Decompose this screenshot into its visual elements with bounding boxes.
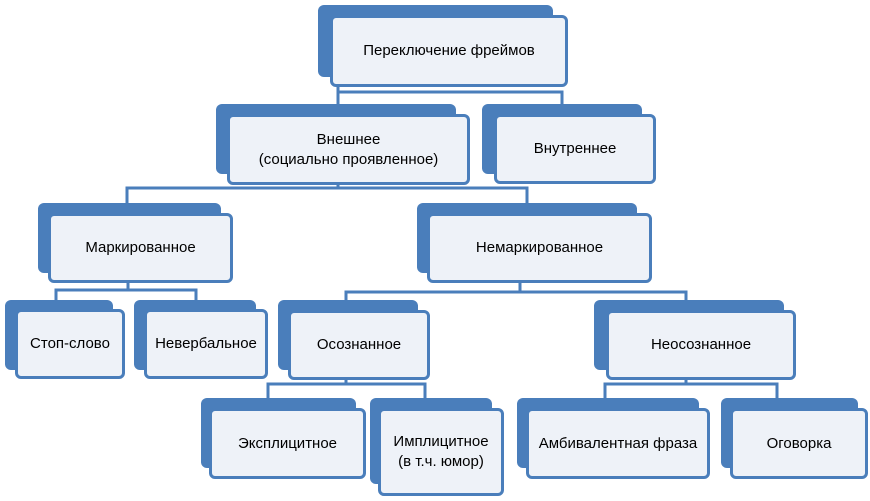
- node-unconscious-label: Неосознанное: [650, 336, 752, 353]
- node-internal-label: Внутреннее: [533, 140, 617, 157]
- connector-marked-children: [54, 288, 198, 300]
- connector-unconscious-children: [603, 382, 779, 398]
- node-nonverbal-label: Невербальное: [155, 335, 257, 352]
- node-marked-label: Маркированное: [85, 239, 196, 256]
- node-conscious-label: Осознанное: [316, 336, 402, 353]
- node-slip-label: Оговорка: [766, 434, 832, 452]
- node-explicit-label: Эксплицитное: [237, 434, 338, 452]
- node-unmarked-label: Немаркированное: [475, 239, 604, 256]
- node-stop-word-label: Стоп-слово: [30, 335, 110, 352]
- node-implicit-label: Имплицитное (в т.ч. юмор): [393, 433, 489, 470]
- node-external-label: Внешнее (социально проявленное): [258, 130, 439, 168]
- connector-conscious-children: [266, 382, 427, 398]
- node-root-label: Переключение фреймов: [363, 42, 535, 59]
- connector-external-children: [125, 186, 529, 203]
- node-ambivalent-label: Амбивалентная фраза: [538, 434, 698, 452]
- connector-unmarked-children: [344, 290, 688, 300]
